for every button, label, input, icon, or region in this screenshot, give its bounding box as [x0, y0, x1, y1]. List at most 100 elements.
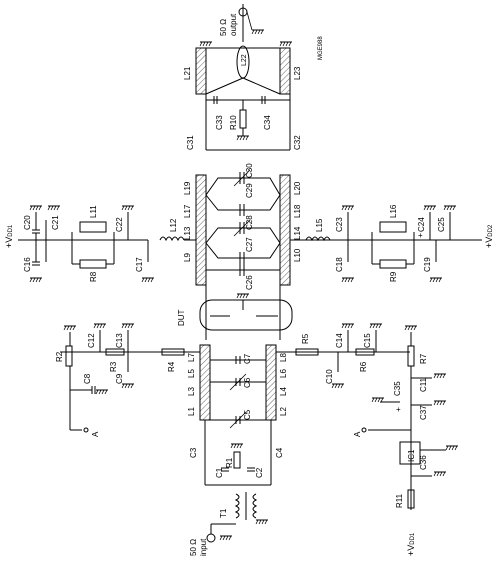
label-C28: C28 [245, 215, 254, 230]
label-C26: C26 [245, 275, 254, 290]
figure-code: MGE988 [318, 36, 324, 60]
label-L17: L17 [183, 204, 192, 218]
dut-block: DUT [177, 285, 293, 340]
label-C8: C8 [83, 373, 92, 384]
left-vdd1-bias: +VDD1 C20 C21 C16 L11 R8 C22 C17 L12 [4, 205, 196, 283]
label-C16: C16 [23, 257, 32, 272]
node-a-left: A [91, 431, 100, 437]
label-L16: L16 [389, 204, 398, 218]
label-R2: R2 [55, 351, 64, 362]
label-C32: C32 [293, 135, 302, 150]
label-C36: C36 [419, 455, 428, 470]
strip-L23 [279, 47, 291, 95]
label-L20: L20 [293, 181, 302, 195]
label-L7: L7 [187, 353, 196, 362]
label-C4: C4 [275, 447, 284, 458]
input-label-ohm: 50 Ω [189, 539, 198, 556]
label-L8: L8 [279, 353, 288, 362]
label-C23: C23 [335, 217, 344, 232]
label-L19: L19 [183, 181, 192, 195]
label-C27: C27 [245, 237, 254, 252]
label-R8: R8 [89, 271, 98, 282]
dut-outline [199, 299, 293, 331]
label-L22: L22 [241, 54, 248, 66]
label-C33: C33 [215, 115, 224, 130]
transformer-T1-primary [234, 493, 240, 519]
label-L10: L10 [293, 248, 302, 262]
resistor-R1 [233, 451, 241, 469]
strip-L20-L10 [279, 174, 291, 286]
label-R10: R10 [229, 115, 238, 130]
resistor-R8 [79, 259, 107, 269]
resistor-R10 [239, 109, 247, 129]
supply-vdd1-bottom: +VDD1 [406, 532, 416, 556]
transformer-T1-secondary [252, 493, 258, 519]
label-C29: C29 [245, 183, 254, 198]
polarity-plus-c35: + [396, 405, 401, 414]
resistor-R2 [65, 345, 73, 367]
label-R1: R1 [225, 457, 234, 468]
dut-label: DUT [177, 309, 186, 326]
inductor-L16 [379, 221, 407, 233]
label-R9: R9 [389, 271, 398, 282]
label-L23: L23 [293, 66, 302, 80]
label-R5: R5 [301, 333, 310, 344]
label-L11: L11 [89, 205, 98, 218]
supply-vdd2-right: +VDD2 [484, 224, 494, 248]
strip-L21 [195, 47, 207, 95]
strip-L8-L2 [265, 344, 277, 421]
label-C10: C10 [325, 369, 334, 384]
label-L18: L18 [293, 204, 302, 218]
resistor-R7 [407, 345, 415, 367]
label-L9: L9 [183, 253, 192, 262]
label-R11: R11 [395, 493, 404, 508]
resistor-R11 [407, 489, 415, 509]
label-C24: C24 [417, 217, 426, 232]
inductor-L15 [305, 236, 331, 242]
label-C25: C25 [437, 217, 446, 232]
label-C17: C17 [135, 257, 144, 272]
right-vdd2-bias: L15 C23 C18 L16 R9 + C24 C25 C19 +VDD2 [290, 204, 494, 283]
label-C13: C13 [115, 333, 124, 348]
ic1-block [399, 441, 421, 465]
label-L4: L4 [279, 387, 288, 396]
label-C15: C15 [363, 333, 372, 348]
inductor-L11 [79, 221, 107, 233]
label-L14: L14 [293, 226, 302, 240]
label-C19: C19 [423, 257, 432, 272]
label-C6: C6 [243, 377, 252, 388]
label-R7: R7 [419, 353, 428, 364]
polarity-plus: + [418, 231, 423, 240]
label-C1: C1 [215, 467, 224, 478]
label-L2: L2 [279, 407, 288, 416]
label-C30: C30 [245, 163, 254, 178]
resistor-R9 [379, 259, 407, 269]
strip-L7-L1 [199, 344, 211, 421]
lower-strips: L7 L8 L5 L6 L3 L4 L1 L2 C7 C6 C5 [187, 344, 288, 485]
label-C18: C18 [335, 257, 344, 272]
output-section: 50 Ω output L21 L23 L22 MGE988 C33 C34 R… [183, 4, 324, 150]
label-L5: L5 [187, 369, 196, 378]
label-C11: C11 [419, 377, 428, 392]
label-T1: T1 [219, 508, 228, 518]
label-C21: C21 [51, 215, 60, 230]
resistor-R5 [295, 348, 319, 356]
label-C20: C20 [23, 215, 32, 230]
label-L15: L15 [315, 218, 324, 232]
label-C9: C9 [115, 373, 124, 384]
main-strips: L19 L20 L17 L18 L13 L14 L9 L10 C30 C29 C… [183, 149, 302, 290]
label-C22: C22 [115, 217, 124, 232]
label-C37: C37 [419, 405, 428, 420]
label-L12: L12 [169, 218, 178, 232]
label-C7: C7 [243, 353, 252, 364]
label-C34: C34 [263, 115, 272, 130]
label-C14: C14 [335, 333, 344, 348]
ic1-label: IC1 [407, 449, 416, 462]
resistor-R6 [355, 348, 375, 356]
label-R6: R6 [359, 361, 368, 372]
label-L6: L6 [279, 369, 288, 378]
label-L13: L13 [183, 226, 192, 240]
left-gate-bias: R2 A C12 C13 C9 R3 R4 C8 [55, 323, 200, 437]
resistor-R4 [161, 348, 185, 356]
inductor-L12 [159, 236, 185, 242]
